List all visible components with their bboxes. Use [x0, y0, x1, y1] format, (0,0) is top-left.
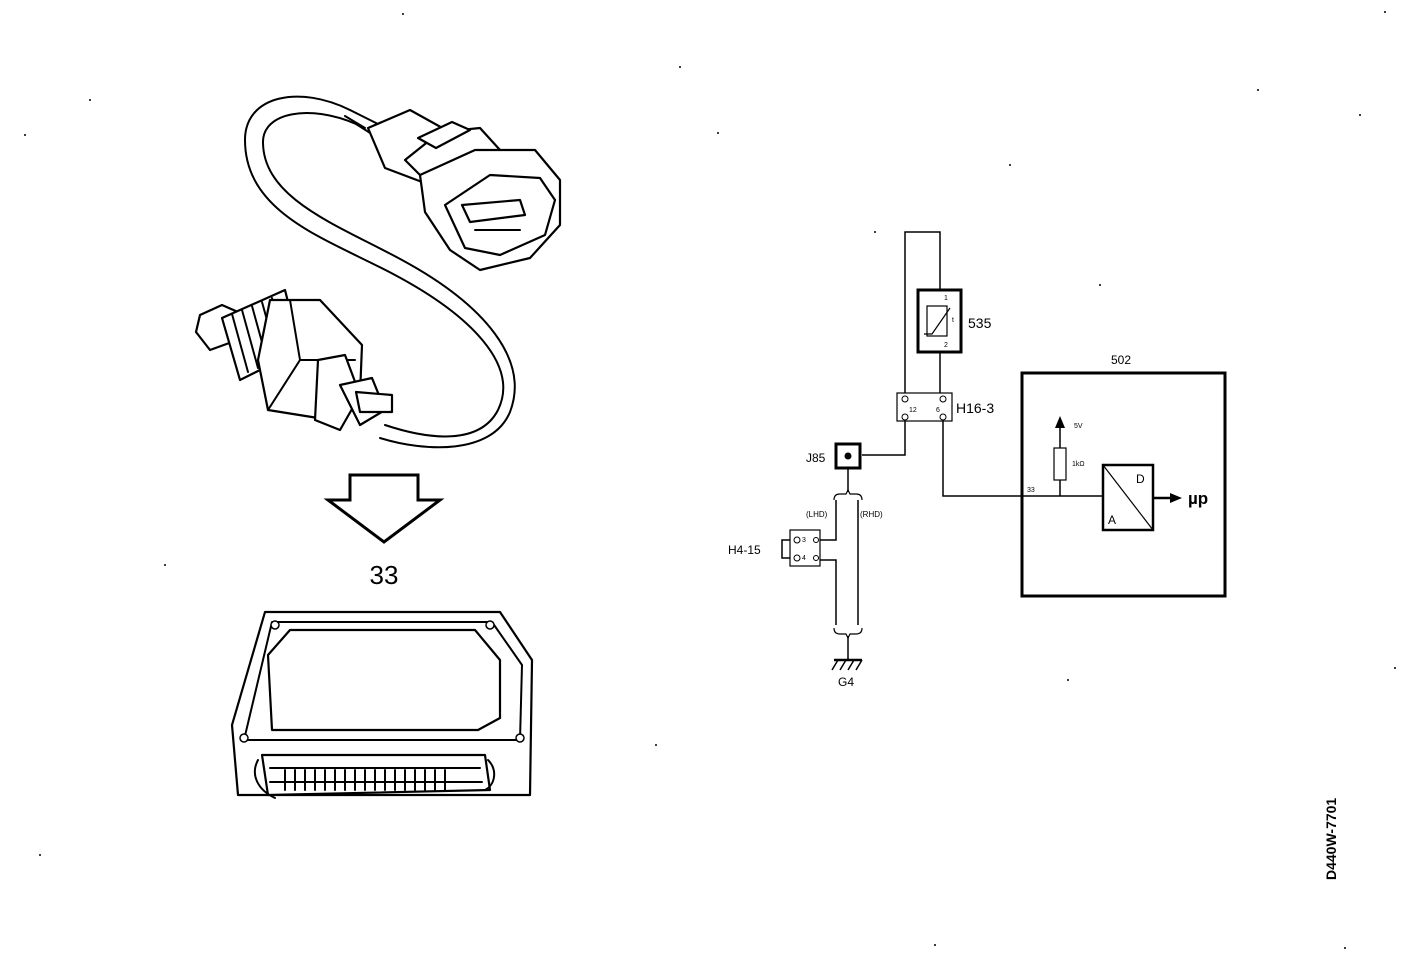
variant-rhd: (RHD) — [860, 510, 883, 519]
ground-label: G4 — [838, 675, 854, 689]
temperature-sensor-illustration — [194, 95, 562, 449]
resistor-label: 1kΩ — [1072, 461, 1085, 468]
variant-lhd: (LHD) — [806, 510, 828, 519]
arrow-label: 33 — [370, 560, 399, 590]
h16-pin-12: 12 — [909, 407, 917, 414]
converter-input-label: A — [1108, 513, 1116, 527]
module-label: 502 — [1111, 353, 1131, 367]
sensor-symbol-mark: t — [952, 317, 954, 324]
module-pin-33: 33 — [1027, 487, 1035, 494]
supply-label: 5V — [1074, 423, 1083, 430]
h4-pin-4: 4 — [802, 555, 806, 562]
sensor-pin-1: 1 — [944, 295, 948, 302]
pullup-resistor — [1053, 447, 1067, 481]
scan-specks — [24, 11, 1396, 949]
connector-h4-label: H4-15 — [728, 543, 761, 557]
output-label: µp — [1188, 489, 1208, 508]
connector-h16-label: H16-3 — [956, 400, 994, 416]
converter-output-label: D — [1136, 472, 1145, 486]
output-arrow — [1170, 493, 1182, 503]
junction-label: J85 — [806, 451, 826, 465]
control-module-illustration — [230, 610, 534, 799]
figure-id: D440W-7701 — [1323, 798, 1339, 880]
supply-wire — [904, 231, 941, 395]
h16-pin-6: 6 — [936, 407, 940, 414]
down-arrow — [323, 473, 445, 544]
wiring-schematic: 1 t 2 535 12 6 H16-3 J85 (LHD) (RHD) — [728, 231, 1227, 689]
sensor-pin-2: 2 — [944, 342, 948, 349]
supply-arrow — [1055, 416, 1065, 428]
h4-pin-3: 3 — [802, 537, 806, 544]
sensor-label: 535 — [968, 315, 992, 331]
